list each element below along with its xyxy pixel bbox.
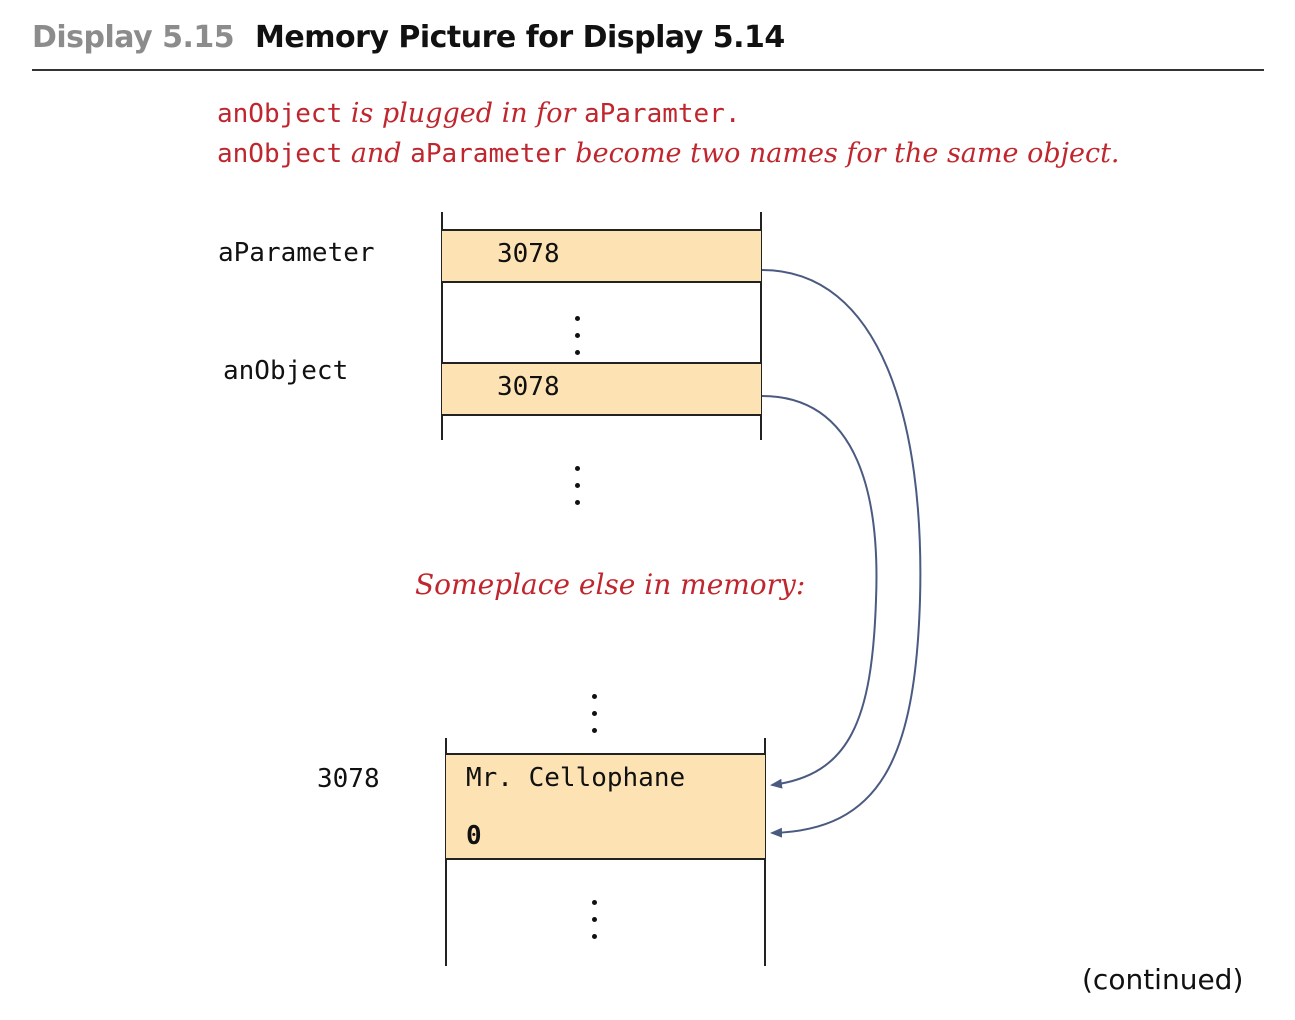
- ellipsis-vertical: [575, 316, 581, 367]
- ellipsis-vertical: [575, 466, 581, 517]
- memory-cell-aparameter: 3078: [442, 229, 761, 283]
- cell-value: 3078: [497, 372, 560, 402]
- object-name-value: Mr. Cellophane: [466, 763, 686, 793]
- arrow-anobject-to-object: [761, 395, 878, 789]
- code-aparamter: aParamter.: [583, 99, 741, 129]
- annotation-text: and: [342, 138, 411, 169]
- someplace-else-label: Someplace else in memory:: [415, 568, 806, 601]
- arrow-aparameter-to-object: [761, 269, 922, 838]
- variable-label-anobject: anObject: [223, 356, 349, 386]
- display-number: Display 5.15: [32, 20, 235, 55]
- continued-label: (continued): [1082, 963, 1244, 996]
- header-divider: [32, 69, 1264, 71]
- address-label: 3078: [317, 764, 380, 794]
- ellipsis-vertical: [592, 694, 598, 745]
- memory-column-right-edge: [764, 738, 766, 966]
- code-anobject: anObject: [217, 99, 343, 129]
- memory-column-right-edge: [760, 212, 762, 440]
- object-number-value: 0: [466, 821, 482, 851]
- display-title: Memory Picture for Display 5.14: [255, 20, 785, 55]
- memory-column-left-edge: [441, 212, 443, 440]
- memory-cell-anobject: 3078: [442, 362, 761, 416]
- cell-value: 3078: [497, 239, 560, 269]
- code-aparameter: aParameter: [410, 139, 567, 169]
- code-anobject: anObject: [217, 139, 343, 169]
- memory-cell-object: Mr. Cellophane 0: [446, 753, 765, 860]
- annotation-line-1: anObject is plugged in for aParamter.: [217, 98, 741, 129]
- variable-label-aparameter: aParameter: [218, 238, 375, 268]
- annotation-line-2: anObject and aParameter become two names…: [217, 138, 1120, 169]
- ellipsis-vertical: [592, 900, 598, 951]
- annotation-text: is plugged in for: [342, 98, 584, 129]
- annotation-text: become two names for the same object.: [566, 138, 1120, 169]
